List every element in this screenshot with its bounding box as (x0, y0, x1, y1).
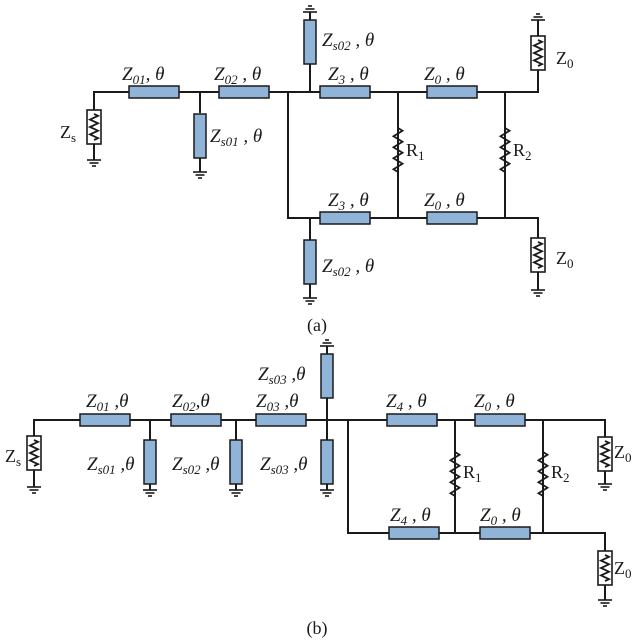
resistor-r2-b (536, 451, 550, 497)
label-z03-b: Z03 ,θ (256, 391, 298, 414)
label-zs02-top: Zs02 , θ (322, 30, 374, 53)
label-z3-top: Z3 , θ (328, 64, 369, 87)
line-z02-b (170, 413, 222, 427)
label-load-z0-top-b: Z0 (614, 442, 632, 465)
resistor-r2 (498, 127, 512, 173)
line-z4-top (386, 413, 438, 427)
label-r2: R2 (513, 140, 532, 163)
label-z4-bottom: Z4 , θ (390, 505, 431, 528)
line-z03-b (255, 413, 307, 427)
label-load-z0-bottom: Z0 (556, 248, 574, 271)
line-z3-top (319, 85, 371, 99)
label-r1-b: R1 (463, 462, 482, 485)
wire (33, 419, 606, 437)
label-z01: Z01, θ (122, 64, 164, 87)
line-z01 (128, 85, 180, 99)
ground-icon (229, 489, 243, 497)
source-impedance-b (26, 435, 42, 471)
label-z0-top: Z0 , θ (424, 64, 465, 87)
wire (287, 92, 505, 219)
ground-icon (531, 289, 545, 297)
ground-icon (598, 483, 612, 491)
ground-icon (143, 489, 157, 497)
label-z4-top: Z4 , θ (386, 391, 427, 414)
label-r1: R1 (406, 140, 425, 163)
label-r2-b: R2 (551, 462, 570, 485)
line-z01-b (79, 413, 131, 427)
label-z0-top-b: Z0 , θ (474, 391, 515, 414)
circuit-b: Zs Z01 ,θ Z02,θ Z03 ,θ Z4 , θ Z0 , θ Z4 , θ Z0 … (5, 339, 632, 607)
label-z02: Z02 , θ (214, 64, 261, 87)
label-zs03-bottom: Zs03 ,θ (260, 454, 307, 477)
label-load-z0-bottom-b: Z0 (614, 558, 632, 581)
load-z0-top-b (597, 436, 613, 472)
label-z3-bottom: Z3 , θ (328, 190, 369, 213)
wire (505, 217, 539, 238)
ground-icon (27, 486, 41, 494)
label-z01-b: Z01 ,θ (86, 391, 128, 414)
label-z02-b: Z02,θ (172, 391, 210, 414)
line-z4-bottom (388, 526, 440, 540)
ground-icon (87, 159, 101, 167)
circuit-a: Zs Z01, θ Z02 , θ Z3 , θ Z0 , θ Z3 , θ Z0 , θ Z… (60, 5, 574, 305)
label-zs-b: Zs (5, 446, 21, 469)
stub-zs03-bottom (320, 439, 334, 485)
label-zs02-bottom: Zs02 , θ (322, 256, 374, 279)
label-z0-bottom-b: Z0 , θ (480, 505, 521, 528)
ground-icon (531, 13, 545, 21)
label-zs01: Zs01 , θ (210, 126, 262, 149)
resistor-r1 (391, 127, 405, 173)
line-z0-top (426, 85, 478, 99)
caption-b: (b) (307, 618, 328, 639)
line-z0-bottom-b (479, 526, 531, 540)
stub-zs02-top (303, 19, 317, 65)
ground-icon (320, 489, 334, 497)
line-z0-top-b (474, 413, 526, 427)
line-z02 (218, 85, 270, 99)
resistor-r1-b (448, 451, 462, 497)
ground-icon (598, 599, 612, 607)
ground-icon (193, 171, 207, 179)
load-z0-top (530, 35, 546, 71)
label-zs: Zs (60, 122, 76, 145)
stub-zs01 (193, 113, 207, 159)
load-z0-bottom (530, 237, 546, 273)
wire (505, 70, 539, 93)
load-z0-bottom-b (597, 550, 613, 586)
label-z0-bottom: Z0 , θ (424, 190, 465, 213)
label-zs02-b: Zs02 ,θ (172, 454, 219, 477)
label-load-z0-top: Z0 (556, 48, 574, 71)
line-z3-bottom (319, 211, 371, 225)
label-zs03-top: Zs03 ,θ (258, 364, 305, 387)
stub-zs01-b (143, 439, 157, 485)
stub-zs02-bottom (303, 239, 317, 285)
ground-icon (303, 5, 317, 13)
caption-a: (a) (307, 315, 327, 336)
wire (347, 420, 606, 551)
stub-zs02-b (229, 439, 243, 485)
source-impedance (86, 109, 102, 145)
stub-zs03-top (320, 353, 334, 399)
label-zs01-b: Zs01 ,θ (87, 454, 134, 477)
ground-icon (303, 297, 317, 305)
line-z0-bottom (426, 211, 478, 225)
ground-icon (320, 339, 334, 347)
